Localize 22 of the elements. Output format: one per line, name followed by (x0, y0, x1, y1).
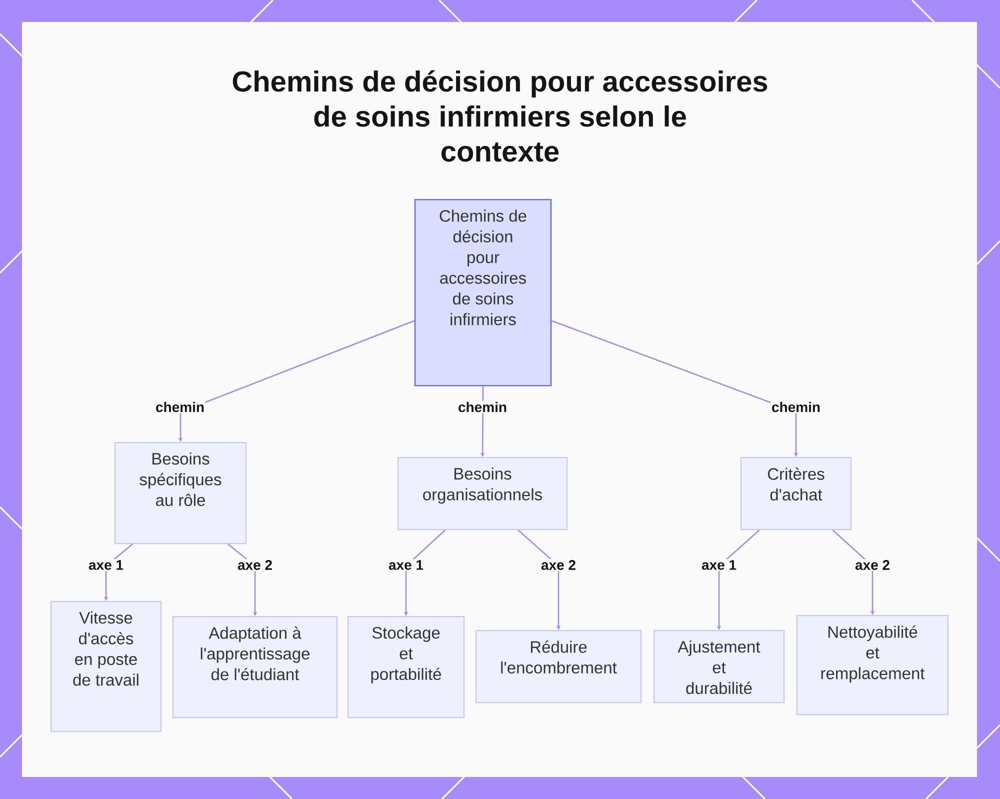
process-box: Réduire l'encombrement (475, 630, 642, 704)
edge-label: chemin (154, 400, 206, 414)
process-box: Chemins de décision pour accessoires de soins infirmiers (414, 199, 552, 386)
edge-label: axe 2 (854, 559, 892, 571)
edge-label: axe 2 (236, 559, 274, 571)
edge-label: chemin (457, 400, 508, 414)
arrow (518, 530, 561, 630)
process-box: Besoins spécifiques au rôle (114, 442, 247, 544)
process-box: Vitesse d'accès en poste de travail (50, 601, 162, 732)
edge-label: axe 1 (388, 559, 425, 571)
edge-label: axe 2 (540, 559, 578, 571)
process-box: Ajustement et durabilité (653, 630, 785, 704)
title: Chemins de décision pour accessoires de soins infirmiers selon le contexte (232, 70, 768, 162)
process-box: Nettoyabilité et remplacement (796, 615, 949, 716)
process-box: Adaptation à l'apprentissage de l'étudiant (172, 616, 338, 718)
process-box: Besoins organisationnels (397, 457, 568, 530)
process-box: Stockage et portabilité (347, 616, 465, 718)
arrow (551, 320, 798, 457)
edge-label: axe 1 (88, 559, 125, 571)
edge-label: axe 1 (700, 559, 738, 571)
process-box: Critères d'achat (740, 457, 852, 530)
edge-label: chemin (770, 400, 822, 414)
